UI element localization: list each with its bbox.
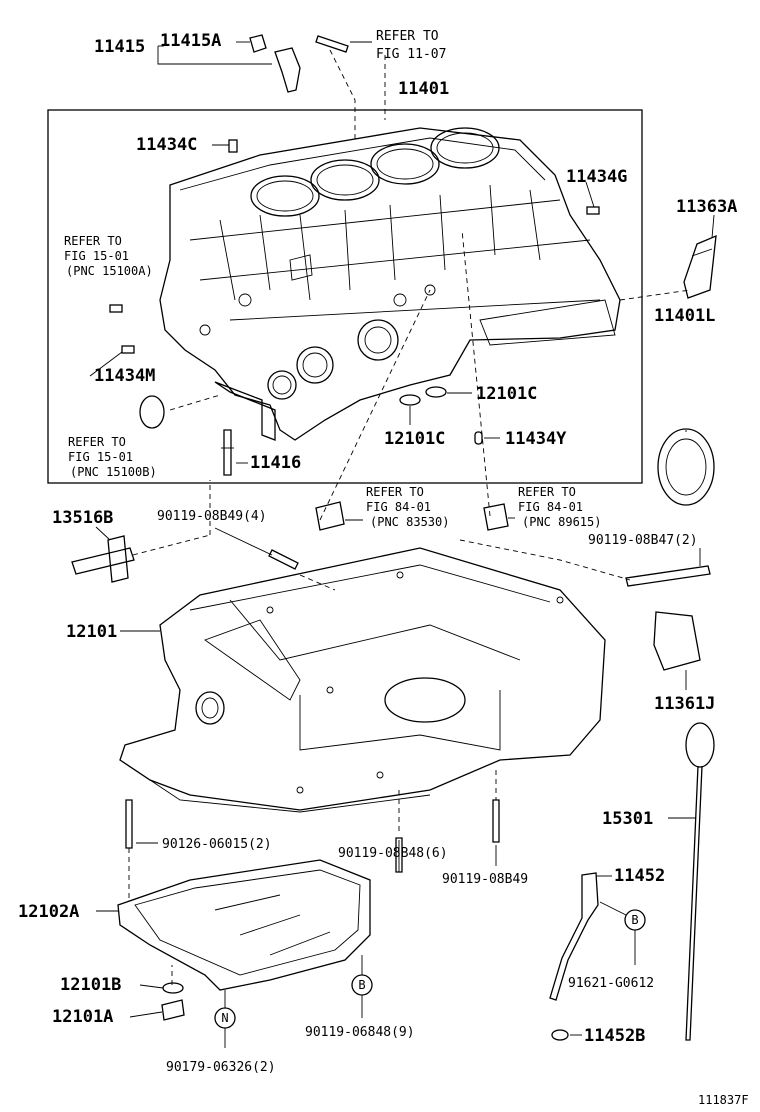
dipstick-15301 (685, 722, 715, 768)
bolt-90119-08b48 (395, 837, 403, 873)
plug-12101a (161, 999, 185, 1021)
pin-15100a (109, 304, 123, 313)
label-90119-08b49: 90119-08B49 (442, 872, 528, 887)
label-11452b: 11452B (584, 1026, 645, 1046)
label-11415a: 11415A (160, 31, 221, 51)
label-11434c: 11434C (136, 135, 197, 155)
label-11361j: 11361J (654, 694, 715, 714)
label-91621-g0612: 91621-G0612 (568, 976, 654, 991)
label-12101c-a: 12101C (476, 384, 537, 404)
label-90179-06326: 90179-06326(2) (166, 1060, 276, 1075)
label-refer-11-07-b: FIG 11-07 (376, 47, 446, 62)
label-90119-08b47: 90119-08B47(2) (588, 533, 698, 548)
label-refer-89615-1: REFER TO (518, 485, 576, 499)
label-marker-n: N (221, 1011, 228, 1025)
guide-11452 (549, 872, 599, 1001)
label-11416: 11416 (250, 453, 301, 473)
bolt-90119-08b49-4 (268, 549, 299, 570)
oil-pan-lower-drawing (117, 859, 371, 991)
labels: 11415 11415A REFER TO FIG 11-07 11401 11… (18, 29, 749, 1107)
label-11452: 11452 (614, 866, 665, 886)
label-11434m: 11434M (94, 366, 155, 386)
figure-number: 111837F (698, 1093, 749, 1107)
label-12102a: 12102A (18, 902, 79, 922)
part-13516b (71, 547, 135, 575)
label-refer-83530-2: FIG 84-01 (366, 500, 431, 514)
label-12101b: 12101B (60, 975, 121, 995)
pin-11434y (474, 431, 483, 445)
leader-lines (89, 41, 715, 1048)
oring-15100b (139, 395, 165, 429)
label-11434g: 11434G (566, 167, 627, 187)
label-marker-b-1: B (631, 913, 638, 927)
label-refer-83530-3: (PNC 83530) (370, 515, 449, 529)
label-refer-15100a-2: FIG 15-01 (64, 249, 129, 263)
sensor-89615 (483, 503, 509, 531)
pin-11434c (228, 139, 238, 153)
label-refer-89615-2: FIG 84-01 (518, 500, 583, 514)
label-refer-15100a-1: REFER TO (64, 234, 122, 248)
oil-seal-11401l (657, 428, 715, 506)
label-11415: 11415 (94, 37, 145, 57)
label-11401: 11401 (398, 79, 449, 99)
label-90119-08b49-4: 90119-08B49(4) (157, 509, 267, 524)
part-11415a (249, 34, 267, 53)
sensor-83530 (315, 501, 345, 531)
pin-11434g (586, 206, 600, 215)
cylinder-block-drawing (159, 127, 621, 441)
label-refer-11-07-a: REFER TO (376, 29, 439, 44)
label-11401l: 11401L (654, 306, 715, 326)
label-refer-15100b-2: FIG 15-01 (68, 450, 133, 464)
label-12101a: 12101A (52, 1007, 113, 1027)
label-90126-06015: 90126-06015(2) (162, 837, 272, 852)
oring-12101c-a (425, 386, 447, 398)
label-12101c-b: 12101C (384, 429, 445, 449)
label-13516b: 13516B (52, 508, 113, 528)
label-refer-83530-1: REFER TO (366, 485, 424, 499)
stud-90126 (125, 799, 133, 849)
oring-11452b (551, 1029, 569, 1041)
label-12101: 12101 (66, 622, 117, 642)
cover-11361j (653, 611, 701, 671)
gasket-12101b (162, 982, 184, 994)
stud-11416 (223, 429, 232, 476)
label-90119-08b48: 90119-08B48(6) (338, 846, 448, 861)
cylinder-block-frame (47, 109, 643, 484)
dashed-lines (128, 49, 691, 985)
label-marker-b-2: B (358, 978, 365, 992)
stud-fig11-07 (315, 35, 349, 53)
label-11363a: 11363A (676, 197, 737, 217)
pin-11434m (121, 345, 135, 354)
oring-12101c-b (399, 394, 421, 406)
oil-pan-upper-drawing (119, 547, 606, 813)
label-refer-15100a-3: (PNC 15100A) (66, 264, 153, 278)
label-refer-15100b-1: REFER TO (68, 435, 126, 449)
label-refer-15100b-3: (PNC 15100B) (70, 465, 157, 479)
bolt-90119-08b49 (492, 799, 500, 843)
bearing-cap (214, 381, 276, 441)
label-90119-06848: 90119-06848(9) (305, 1025, 415, 1040)
part-11415 (274, 47, 301, 93)
label-11434y: 11434Y (505, 429, 567, 449)
label-15301: 15301 (602, 809, 653, 829)
label-refer-89615-3: (PNC 89615) (522, 515, 601, 529)
bracket-11363a (683, 234, 717, 299)
bolt-90119-08b47 (625, 565, 711, 587)
